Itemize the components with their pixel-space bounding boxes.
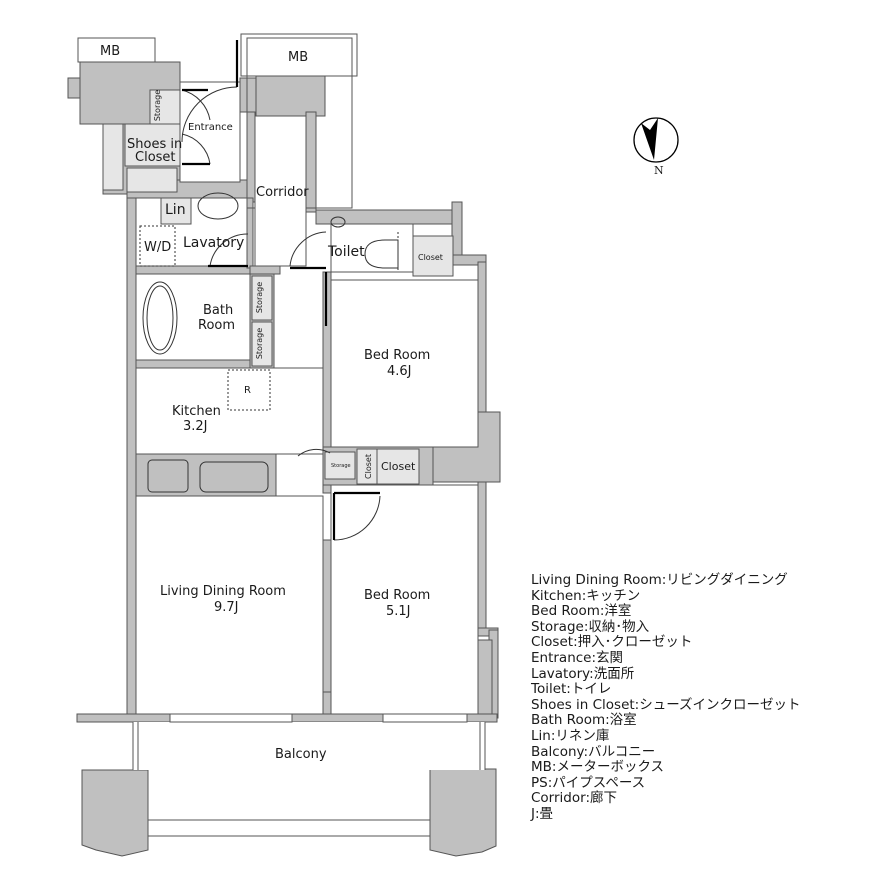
kitchen-size: 3.2J <box>183 419 208 434</box>
legend-item: Corridor:廊下 <box>531 790 617 807</box>
legend-item: Shoes in Closet:シューズインクローゼット <box>531 696 801 713</box>
lavatory-label: Lavatory <box>183 235 245 251</box>
ldr-size: 9.7J <box>214 600 239 615</box>
legend-item: Toilet:トイレ <box>531 681 612 698</box>
storage-lower-label: Storage <box>255 327 265 360</box>
corridor-label: Corridor <box>256 185 309 200</box>
closet-mid-label: Closet <box>381 460 416 473</box>
legend-item: Bed Room:洋室 <box>531 603 632 620</box>
storage-small-label: Storage <box>331 463 351 469</box>
storage-entrance-label: Storage <box>153 89 163 122</box>
ldr-name: Living Dining Room <box>160 584 286 599</box>
balcony-label: Balcony <box>275 747 327 762</box>
legend-item: PS:パイプスペース <box>531 774 646 791</box>
mb-left-label: MB <box>100 44 121 59</box>
legend-item: Entrance:玄関 <box>531 649 624 666</box>
legend: Living Dining Room:リビングダイニング Kitchen:キッチ… <box>531 572 801 823</box>
kitchen-name: Kitchen <box>172 404 221 419</box>
legend-item: Lin:リネン庫 <box>531 727 610 744</box>
mb-right-label: MB <box>288 50 309 65</box>
mb-left-box <box>77 37 156 63</box>
lin-label: Lin <box>165 202 186 218</box>
legend-item: Storage:収納･物入 <box>531 618 650 635</box>
storage-upper-label: Storage <box>255 281 265 314</box>
entrance-label: Entrance <box>188 122 233 133</box>
compass-north-label: N <box>654 164 664 177</box>
shoes-closet-label-1: Shoes in <box>127 137 183 152</box>
legend-item: Lavatory:洗面所 <box>531 665 635 682</box>
bed-room-2-name: Bed Room <box>364 588 431 603</box>
legend-item: Balcony:バルコニー <box>531 743 656 760</box>
shoes-closet-label-2: Closet <box>135 150 176 165</box>
legend-item: Bath Room:浴室 <box>531 712 637 729</box>
wd-label: W/D <box>144 240 172 255</box>
bed-room-2-size: 5.1J <box>386 604 411 619</box>
legend-item: J:畳 <box>531 805 554 822</box>
bath-label-1: Bath <box>203 303 234 318</box>
bath-label-2: Room <box>198 318 236 333</box>
closet-top-label: Closet <box>418 253 443 262</box>
legend-item: Kitchen:キッチン <box>531 587 641 604</box>
closet-vertical-label: Closet <box>363 454 373 479</box>
toilet-label: Toilet <box>328 244 365 260</box>
legend-item: MB:メーターボックス <box>531 759 665 776</box>
north-arrow-icon <box>633 117 679 163</box>
bed-room-1-name: Bed Room <box>364 348 431 363</box>
bed-room-1-size: 4.6J <box>387 364 412 379</box>
fridge-label: R <box>244 385 251 396</box>
legend-item: Closet:押入･クローゼット <box>531 634 693 651</box>
legend-item: Living Dining Room:リビングダイニング <box>531 572 788 588</box>
